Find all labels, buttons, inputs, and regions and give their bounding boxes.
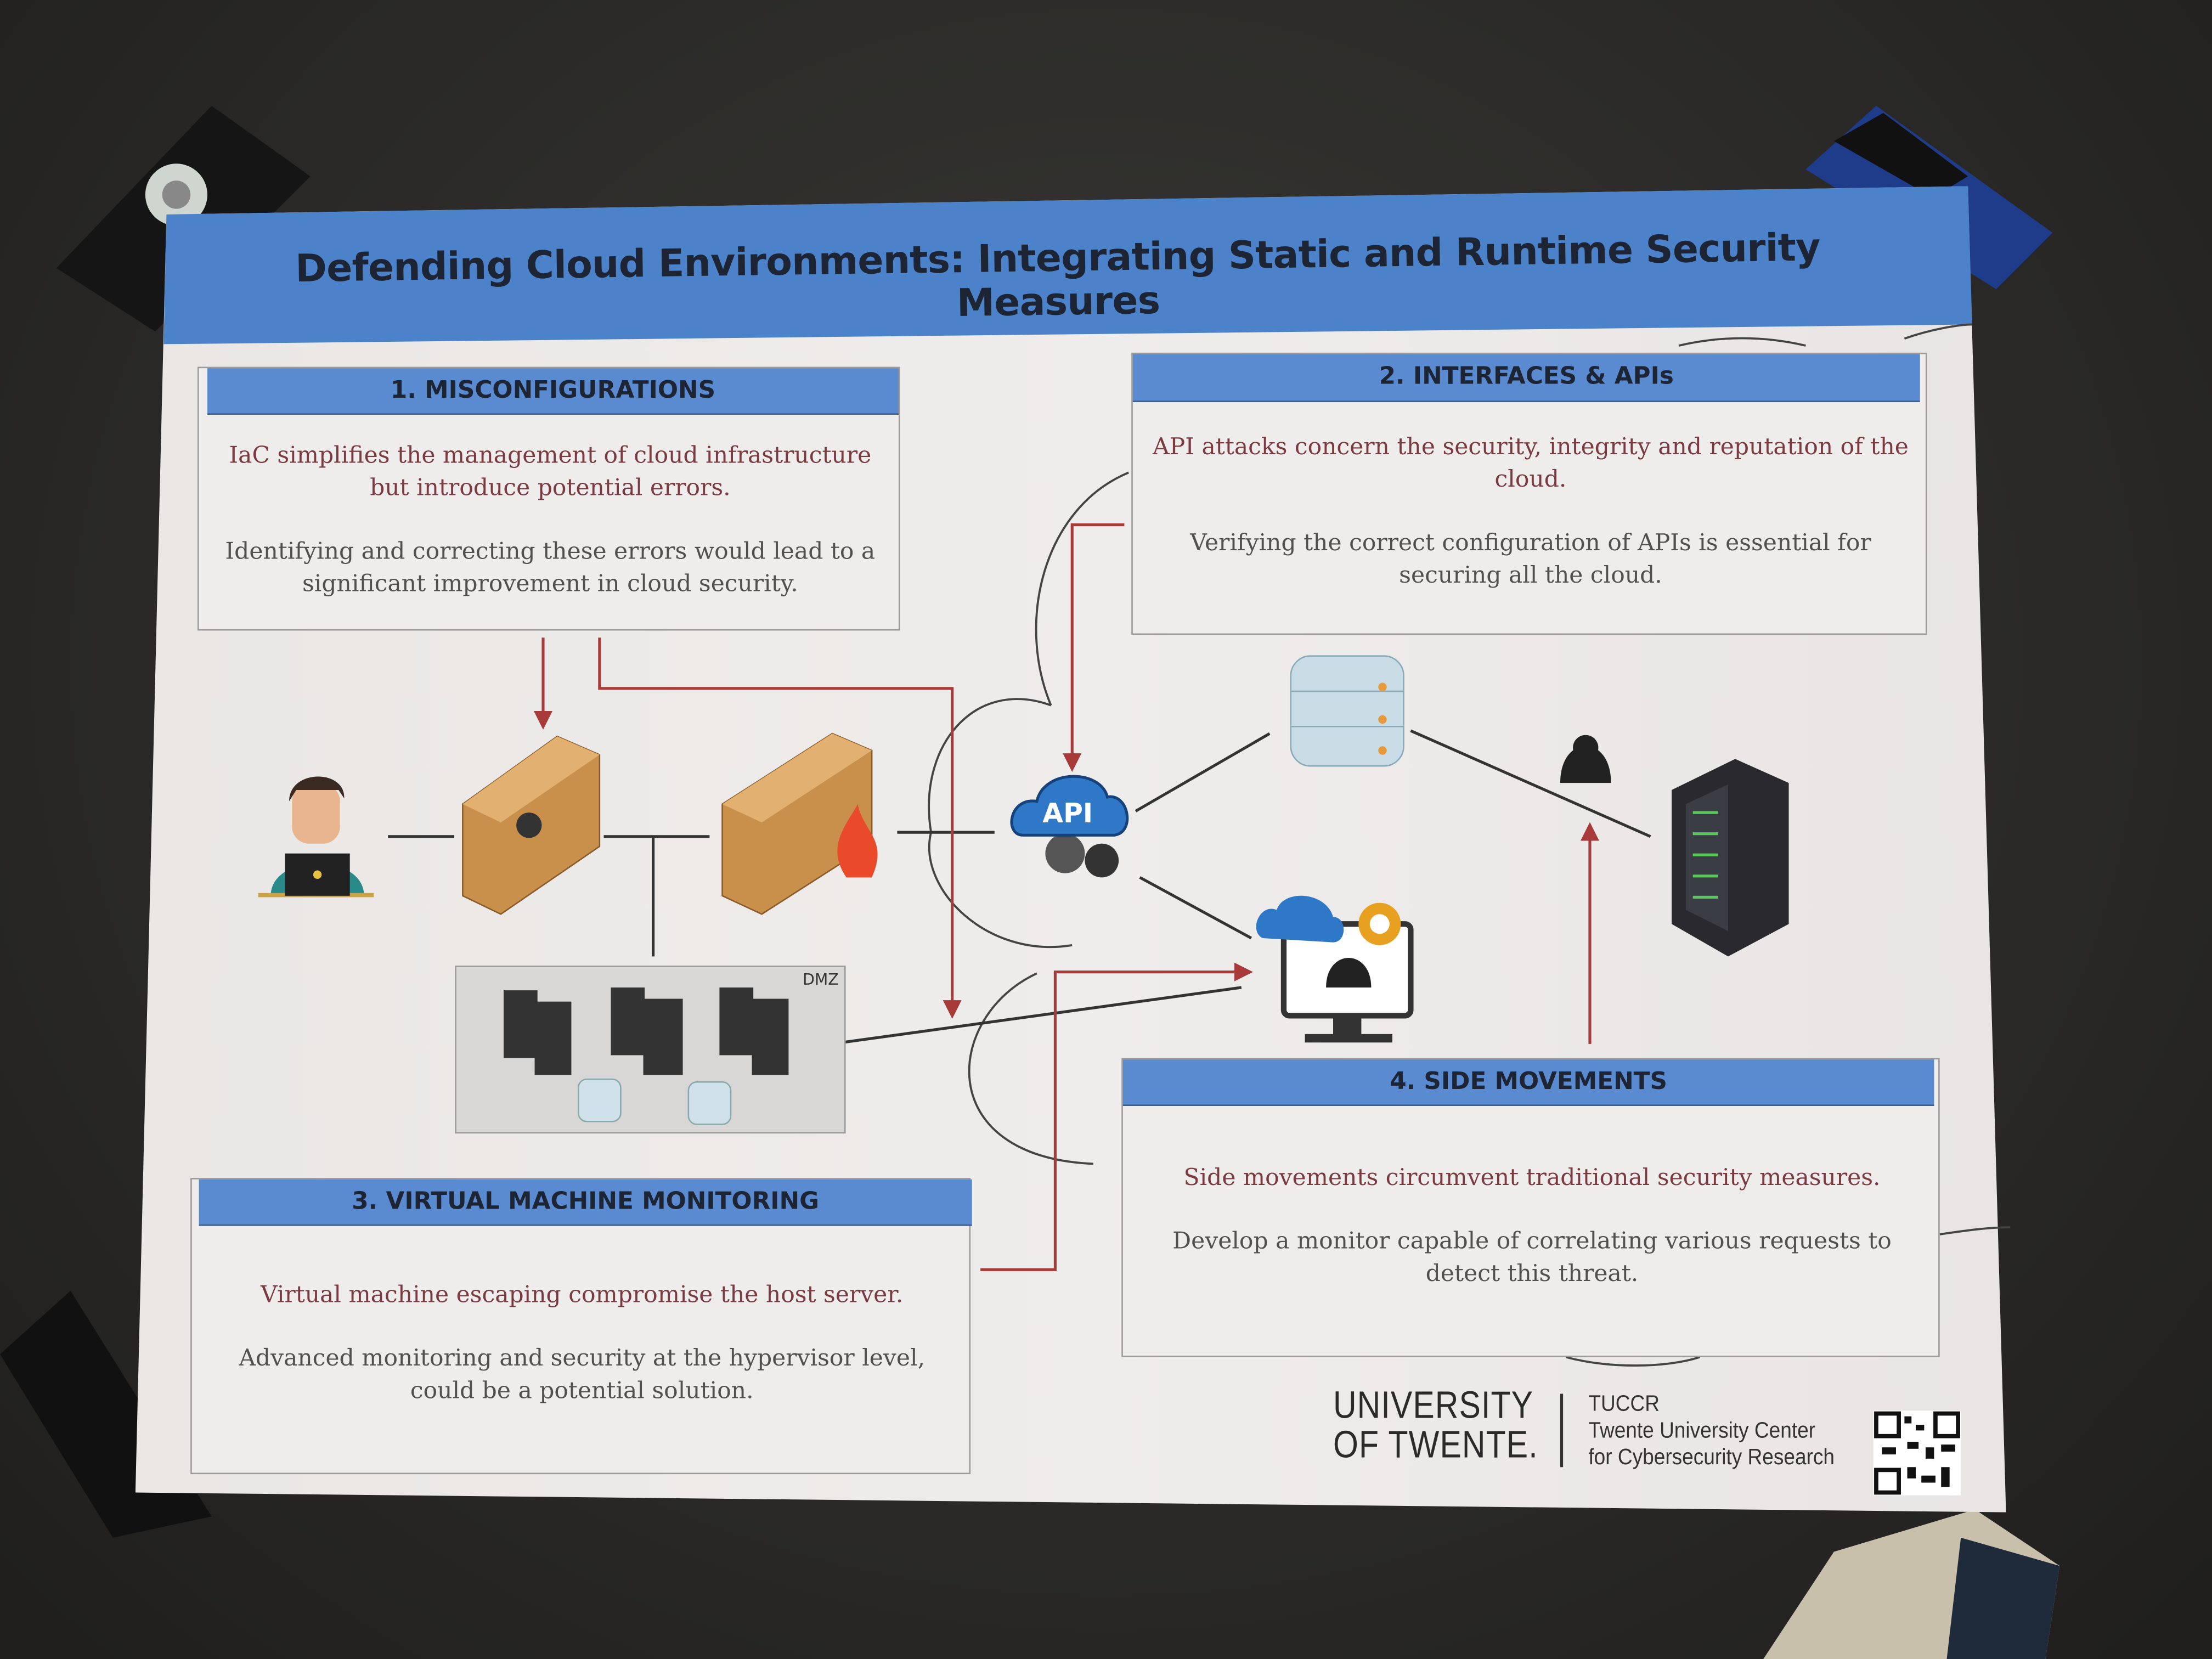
center-line: Twente University Center bbox=[1588, 1419, 1816, 1443]
database-small-icon bbox=[577, 1078, 732, 1125]
firewall-with-fire-icon bbox=[721, 732, 878, 915]
section-paragraph: Verifying the correct configuration of A… bbox=[1190, 529, 1871, 589]
api-cloud-icon bbox=[1010, 775, 1129, 878]
center-line: for Cybersecurity Research bbox=[1588, 1446, 1835, 1470]
firewall-with-hacker-icon bbox=[462, 735, 601, 915]
section-paragraph: Develop a monitor capable of correlating… bbox=[1172, 1227, 1892, 1287]
section-heading: 4. SIDE MOVEMENTS bbox=[1122, 1059, 1934, 1106]
section-body: IaC simplifies the management of cloud i… bbox=[213, 439, 887, 600]
hacker-icon bbox=[1560, 735, 1611, 783]
university-logo: UNIVERSITY OF TWENTE. bbox=[1333, 1385, 1538, 1464]
section-heading: 3. VIRTUAL MACHINE MONITORING bbox=[199, 1179, 972, 1226]
dmz-label: DMZ bbox=[803, 970, 839, 989]
red-arrows bbox=[533, 523, 1599, 1271]
section-body: Side movements circumvent traditional se… bbox=[1134, 1161, 1929, 1289]
section-paragraph: IaC simplifies the management of cloud i… bbox=[229, 441, 872, 501]
dmz-zone bbox=[455, 966, 846, 1134]
logo-line: UNIVERSITY bbox=[1333, 1384, 1534, 1426]
logo-line: OF TWENTE. bbox=[1333, 1423, 1538, 1466]
logo-divider bbox=[1560, 1393, 1564, 1468]
section-misconfigurations: 1. MISCONFIGURATIONS IaC simplifies the … bbox=[197, 366, 900, 631]
section-interfaces-apis: 2. INTERFACES & APIs API attacks concern… bbox=[1131, 352, 1927, 635]
api-label: API bbox=[1042, 798, 1093, 830]
monitor-hacker-icon bbox=[1256, 895, 1414, 1043]
section-body: API attacks concern the security, integr… bbox=[1144, 430, 1917, 591]
user-icon bbox=[258, 776, 374, 898]
cloud-outline bbox=[928, 323, 2011, 1367]
section-paragraph: API attacks concern the security, integr… bbox=[1153, 433, 1909, 493]
section-heading: 2. INTERFACES & APIs bbox=[1132, 354, 1920, 402]
qr-code bbox=[1873, 1410, 1961, 1496]
shoe-icon bbox=[1763, 1509, 2060, 1659]
server-group-icon bbox=[503, 987, 789, 1075]
connection-lines bbox=[388, 729, 1651, 1048]
research-center-name: TUCCR Twente University Center for Cyber… bbox=[1588, 1391, 1835, 1471]
section-vm-monitoring: 3. VIRTUAL MACHINE MONITORING Virtual ma… bbox=[190, 1178, 972, 1475]
section-body: Virtual machine escaping compromise the … bbox=[206, 1278, 958, 1407]
database-icon bbox=[1290, 655, 1404, 767]
section-paragraph: Identifying and correcting these errors … bbox=[225, 537, 876, 597]
section-paragraph: Virtual machine escaping compromise the … bbox=[260, 1280, 904, 1308]
center-acronym: TUCCR bbox=[1588, 1392, 1660, 1417]
section-paragraph: Advanced monitoring and security at the … bbox=[239, 1344, 926, 1404]
server-rack-icon bbox=[1672, 759, 1789, 957]
section-heading: 1. MISCONFIGURATIONS bbox=[207, 368, 899, 415]
section-side-movements: 4. SIDE MOVEMENTS Side movements circumv… bbox=[1121, 1058, 1940, 1357]
section-paragraph: Side movements circumvent traditional se… bbox=[1183, 1164, 1881, 1191]
